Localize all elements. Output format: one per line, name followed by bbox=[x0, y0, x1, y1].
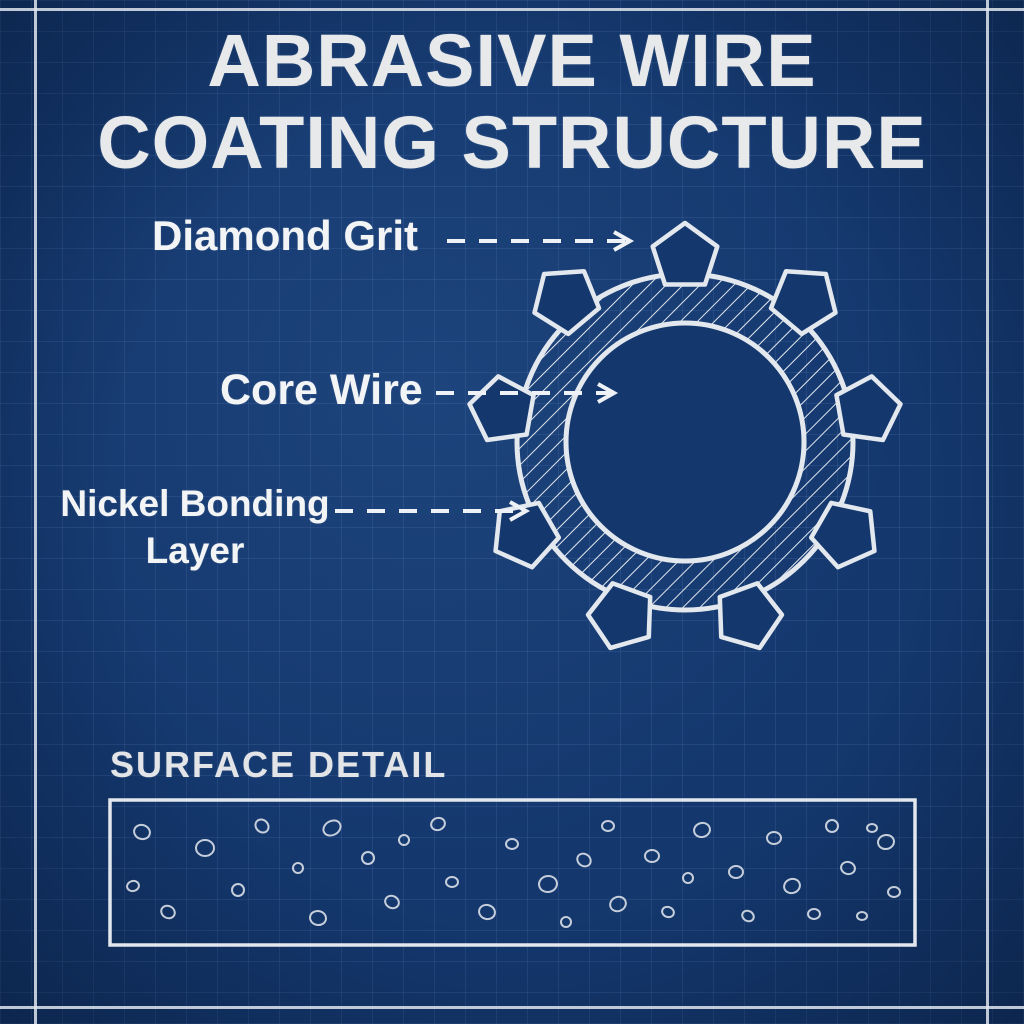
label-surface-detail: SURFACE DETAIL bbox=[110, 744, 448, 785]
grit-dot bbox=[644, 849, 660, 863]
grit-dot bbox=[322, 819, 342, 837]
label-nickel-line-2: Layer bbox=[145, 530, 245, 571]
frame-border-left bbox=[34, 0, 37, 1024]
grit-dot bbox=[384, 894, 400, 910]
grit-dot bbox=[126, 879, 140, 893]
grit-dot bbox=[741, 909, 755, 923]
label-nickel-bonding-layer: Nickel Bonding Layer bbox=[55, 480, 335, 574]
page-title: ABRASIVE WIRE COATING STRUCTURE bbox=[0, 20, 1024, 184]
grit-dot bbox=[195, 839, 215, 857]
grit-dot bbox=[856, 911, 868, 921]
grit-dot bbox=[682, 872, 694, 884]
grit-dot bbox=[160, 904, 176, 920]
grit-dot bbox=[361, 851, 375, 865]
grit-dot bbox=[560, 916, 572, 928]
frame-border-top bbox=[0, 8, 1024, 11]
diamond-grit-pentagon bbox=[653, 223, 718, 285]
core-wire-circle bbox=[563, 320, 807, 564]
grit-dot bbox=[825, 819, 839, 833]
surface-detail-box bbox=[108, 798, 917, 947]
grit-dot bbox=[728, 865, 744, 879]
label-nickel-line-1: Nickel Bonding bbox=[60, 483, 330, 524]
grit-dot bbox=[661, 905, 675, 919]
grit-dot bbox=[505, 838, 519, 850]
grit-dot bbox=[866, 823, 878, 833]
label-diamond-grit: Diamond Grit bbox=[152, 212, 419, 259]
grit-dot bbox=[478, 903, 496, 921]
grit-dot bbox=[133, 823, 151, 841]
grit-dot bbox=[840, 860, 856, 876]
grit-dot bbox=[766, 831, 782, 845]
grit-dot bbox=[887, 886, 901, 898]
grit-dot bbox=[807, 908, 821, 920]
frame-border-bottom bbox=[0, 1006, 1024, 1009]
grit-dot bbox=[783, 877, 801, 895]
grit-dot bbox=[693, 821, 711, 839]
surface-grit-dots bbox=[126, 816, 901, 928]
title-line-2: COATING STRUCTURE bbox=[97, 101, 927, 184]
grit-dot bbox=[292, 862, 304, 874]
grit-dot bbox=[309, 909, 327, 927]
grit-dot bbox=[430, 816, 446, 832]
grit-dot bbox=[254, 818, 270, 834]
grit-dot bbox=[445, 876, 459, 888]
title-line-1: ABRASIVE WIRE bbox=[207, 19, 817, 102]
grit-dot bbox=[877, 833, 895, 851]
label-core-wire: Core Wire bbox=[220, 366, 423, 414]
grit-dot bbox=[538, 874, 558, 894]
grit-dot bbox=[398, 834, 410, 846]
grit-dot bbox=[231, 883, 245, 897]
grit-dot bbox=[601, 820, 615, 832]
frame-border-right bbox=[986, 0, 989, 1024]
grit-dot bbox=[609, 895, 627, 913]
grit-dot bbox=[576, 852, 592, 868]
